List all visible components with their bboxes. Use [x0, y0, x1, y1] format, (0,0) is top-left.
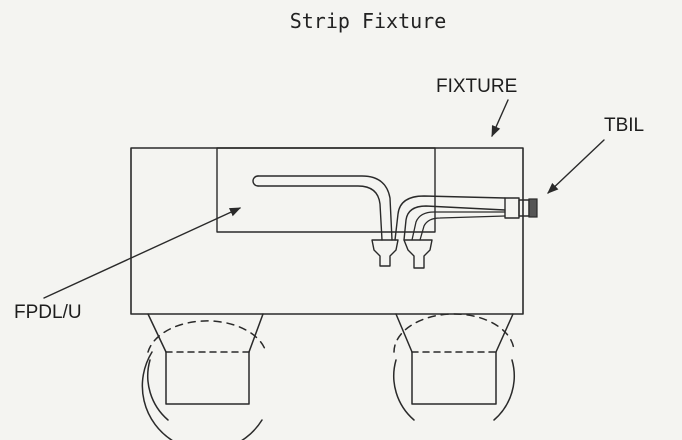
left-wheel-assembly [141, 313, 267, 440]
diagram-title: Strip Fixture [290, 9, 447, 33]
tubing-assembly [252, 175, 506, 241]
fpdl-panel [216, 147, 436, 233]
left-fitting [371, 239, 399, 267]
fpdl-label: FPDL/U [14, 302, 82, 323]
fpdl-leader-arrow [43, 207, 242, 299]
fixture-label: FIXTURE [436, 76, 517, 97]
right-fitting [403, 239, 433, 269]
right-wheel-assembly [393, 313, 515, 421]
tbil-leader-arrow [547, 139, 605, 194]
tbil-label: TBIL [604, 115, 644, 136]
fixture-leader-arrow [491, 99, 509, 138]
tbil-connector [504, 197, 538, 219]
